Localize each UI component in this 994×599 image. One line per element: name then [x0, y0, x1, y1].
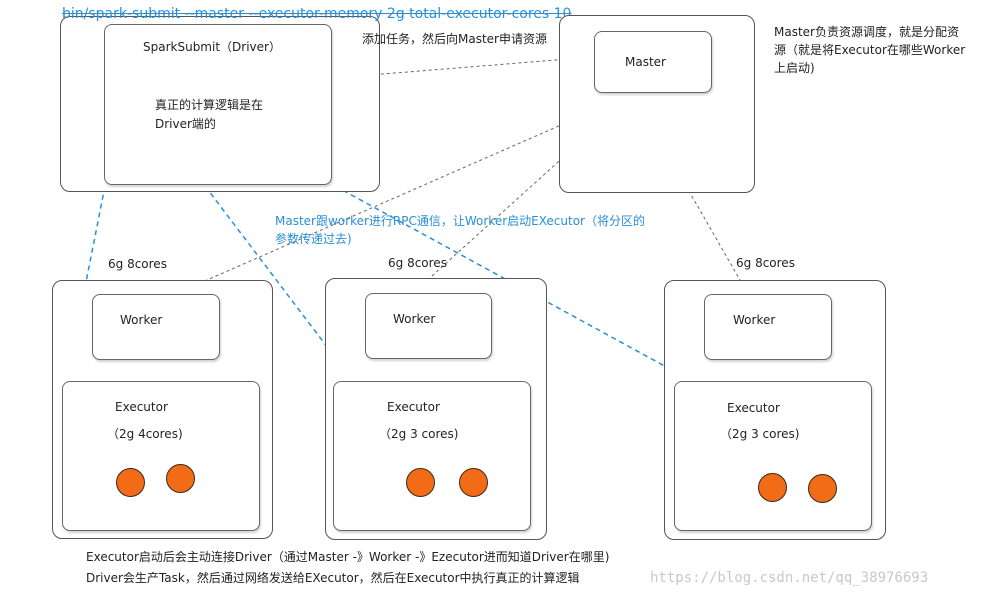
node3-executor-box — [674, 381, 872, 531]
node1-worker-label: Worker — [120, 313, 163, 327]
node3-executor-resources: （2g 3 cores) — [720, 427, 800, 441]
node1-task-2 — [166, 464, 195, 493]
driver-logic-line1: 真正的计算逻辑是在 — [155, 98, 264, 112]
driver-to-executor3-link — [334, 185, 693, 382]
node2-executor-resources: （2g 3 cores) — [379, 427, 459, 441]
submit-note: 添加任务，然后向Master申请资源 — [362, 32, 547, 46]
spark-submit-command: bin/spark-submit --master --executor-mem… — [62, 6, 572, 22]
driver-logic-line2: Driver端的 — [155, 117, 216, 131]
node3-task-1 — [758, 473, 787, 502]
node3-resources: 6g 8cores — [736, 256, 795, 270]
master-note-line3: 上启动) — [774, 61, 815, 75]
footer-line2: Driver会生产Task，然后通过网络发送给EXecutor，然后在Execu… — [86, 571, 580, 585]
node2-executor-label: Executor — [387, 400, 440, 414]
node1-worker-box — [92, 294, 220, 360]
node3-worker-label: Worker — [733, 313, 776, 327]
node2-resources: 6g 8cores — [388, 256, 447, 270]
node1-resources: 6g 8cores — [108, 257, 167, 271]
master-box — [594, 31, 712, 93]
master-note-line2: 源（就是将Executor在哪些Worker — [774, 43, 966, 57]
master-label: Master — [625, 55, 666, 69]
node3-task-2 — [808, 474, 837, 503]
node1-task-1 — [116, 468, 145, 497]
node1-executor-resources: （2g 4cores) — [107, 427, 183, 441]
node2-worker-box — [365, 293, 492, 359]
node2-task-2 — [459, 468, 488, 497]
rpc-note-line1: Master跟worker进行RPC通信，让Worker启动EXecutor（将… — [275, 214, 645, 228]
master-note-line1: Master负责资源调度，就是分配资 — [774, 25, 959, 39]
node2-worker-label: Worker — [393, 312, 436, 326]
driver-to-executor2-link — [204, 185, 354, 382]
footer-line1: Executor启动后会主动连接Driver（通过Master -》Worker… — [86, 550, 610, 564]
driver-box — [104, 24, 332, 185]
rpc-note-line2: 参数传递过去) — [275, 232, 352, 246]
node2-task-1 — [406, 468, 435, 497]
driver-title: SparkSubmit（Driver） — [143, 40, 281, 54]
node2-executor-box — [333, 381, 531, 531]
node3-worker-box — [704, 294, 832, 360]
master-to-worker1-line — [174, 96, 626, 295]
node1-executor-label: Executor — [115, 400, 168, 414]
watermark: https://blog.csdn.net/qq_38976693 — [650, 570, 929, 586]
node1-executor-box — [62, 381, 260, 531]
node3-executor-label: Executor — [727, 401, 780, 415]
